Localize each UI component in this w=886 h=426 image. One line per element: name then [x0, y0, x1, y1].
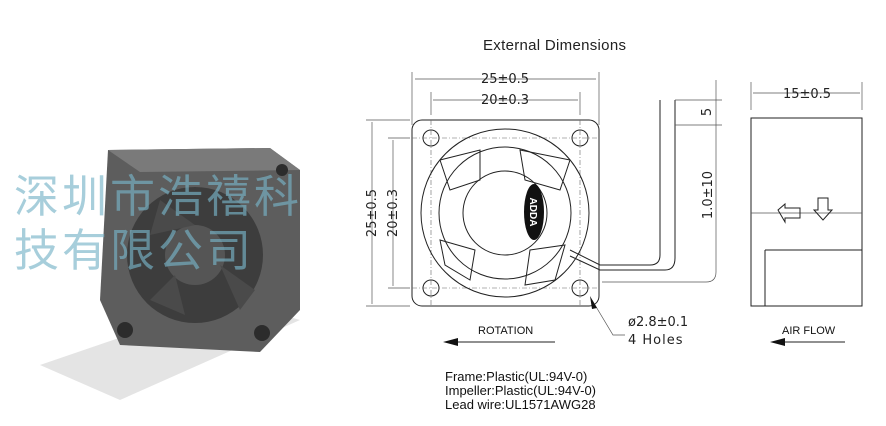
fan-photo: [40, 148, 300, 400]
dim-height-holes: 20±0.3: [386, 189, 401, 237]
air-flow-arrow-icon: [770, 338, 785, 346]
airflow-in-arrow-icon: [777, 202, 801, 224]
material-impeller: Impeller:Plastic(UL:94V-0): [445, 383, 596, 398]
hole-spec: ø2.8±0.1: [628, 315, 688, 330]
dim-lead-length: 1.0±10: [701, 171, 716, 219]
dim-lead-offset: 5: [700, 108, 715, 116]
materials-list: Frame:Plastic(UL:94V-0) Impeller:Plastic…: [445, 370, 596, 412]
rotation-label: ROTATION: [478, 325, 533, 337]
material-lead-wire: Lead wire:UL1571AWG28: [445, 397, 596, 412]
air-flow-label: AIR FLOW: [782, 325, 836, 337]
dim-width-holes: 20±0.3: [481, 93, 529, 108]
rotation-arrow-icon: [443, 338, 458, 346]
airflow-arrow-icon: [812, 197, 834, 221]
watermark: 深圳市浩禧科技有限公司: [14, 170, 303, 277]
front-view: 25±0.5 20±0.3 ADDA 25±0.5 20±0.3 5 1.0: [365, 72, 722, 348]
dim-depth: 15±0.5: [783, 87, 831, 102]
material-frame: Frame:Plastic(UL:94V-0): [445, 369, 588, 384]
side-view: 15±0.5 AIR FLOW: [750, 82, 863, 346]
dim-height-outer: 25±0.5: [365, 189, 380, 237]
drawing-title: External Dimensions: [483, 37, 627, 54]
adda-logo: ADDA: [527, 198, 538, 227]
dim-width-outer: 25±0.5: [481, 72, 529, 87]
hole-count: 4 Holes: [628, 333, 684, 348]
